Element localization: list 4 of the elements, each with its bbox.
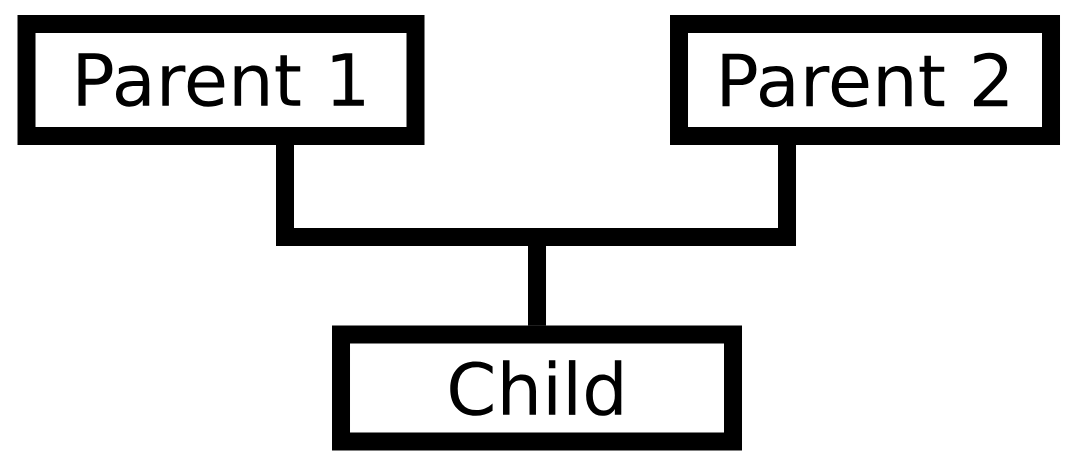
person-box: Child [332, 325, 742, 451]
connector-line [528, 145, 796, 326]
person-box: Parent 2 [670, 15, 1060, 145]
person-box: Parent 1 [17, 15, 425, 145]
